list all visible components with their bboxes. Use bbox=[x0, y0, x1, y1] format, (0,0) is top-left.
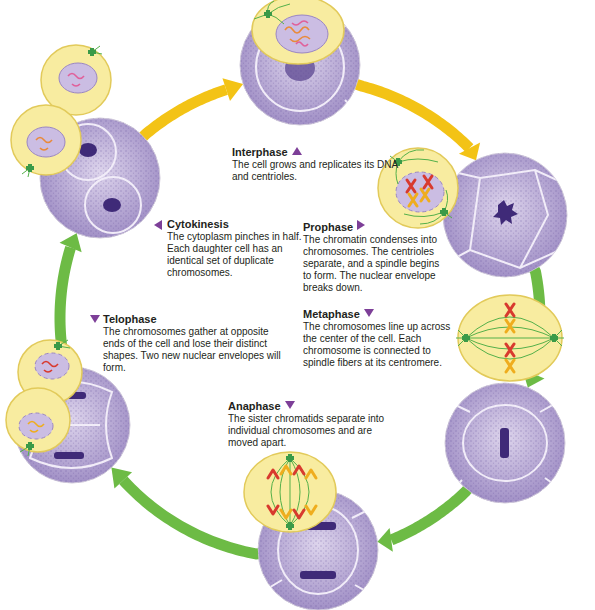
stage-body-text: The sister chromatids separate into indi… bbox=[228, 413, 403, 449]
pointer-triangle bbox=[90, 315, 100, 323]
interphase-cell-illustration bbox=[252, 0, 344, 64]
chromosome-group bbox=[54, 452, 84, 459]
telophase-cell-illustration bbox=[6, 340, 82, 456]
cell-walls bbox=[445, 398, 565, 495]
arrow-head bbox=[111, 468, 132, 489]
stage-micrograph: TelophaseThe chromosomes gather at oppos… bbox=[14, 367, 130, 483]
cytokinesis-cell-illustration bbox=[11, 45, 111, 177]
arrow-shaft bbox=[391, 490, 467, 540]
stage-description: CytokinesisThe cytoplasm pinches in half… bbox=[167, 218, 307, 279]
stage-micrograph: InterphaseThe cell grows and replicates … bbox=[240, 5, 360, 125]
cycle-arrow bbox=[143, 78, 243, 136]
anaphase-cell-illustration bbox=[244, 452, 336, 532]
pointer-triangle bbox=[364, 309, 374, 317]
stage-heading-row: Metaphase bbox=[303, 308, 451, 321]
cycle-arrow bbox=[111, 468, 258, 554]
micrograph-texture bbox=[443, 153, 567, 277]
micrograph-disc bbox=[445, 383, 565, 503]
pointer-triangle bbox=[292, 147, 302, 155]
stage-heading: Interphase bbox=[232, 146, 288, 158]
micrograph bbox=[445, 383, 565, 503]
stage-heading-row: Interphase bbox=[232, 146, 400, 159]
arrow-head bbox=[222, 78, 243, 101]
cycle-arrow bbox=[377, 490, 467, 552]
stage-heading-row: Telophase bbox=[103, 313, 285, 326]
pointer-triangle bbox=[357, 220, 365, 230]
chromosome-cluster bbox=[493, 200, 518, 225]
stage-body-text: The chromosomes line up across the cente… bbox=[303, 321, 451, 369]
stage-description: ProphaseThe chromatin condenses into chr… bbox=[303, 220, 449, 294]
stage-description: InterphaseThe cell grows and replicates … bbox=[232, 146, 400, 183]
arrow-head bbox=[60, 233, 82, 252]
arrow-head bbox=[459, 142, 480, 160]
metaphase-cell-illustration bbox=[456, 295, 564, 381]
stage-description: TelophaseThe chromosomes gather at oppos… bbox=[103, 313, 285, 374]
micrograph-disc bbox=[443, 153, 567, 277]
pointer-triangle bbox=[154, 220, 162, 230]
stage-heading: Telophase bbox=[103, 313, 157, 325]
daughter-nucleus bbox=[103, 198, 121, 212]
stage-heading-row: Cytokinesis bbox=[167, 218, 307, 231]
cell-walls bbox=[445, 170, 568, 268]
arrow-shaft bbox=[357, 84, 470, 148]
stage-body-text: The chromatin condenses into chromosomes… bbox=[303, 234, 449, 294]
stage-heading-row: Prophase bbox=[303, 220, 449, 234]
arrow-head bbox=[377, 528, 392, 552]
stage-micrograph: AnaphaseThe sister chromatids separate i… bbox=[258, 490, 378, 610]
stage-micrograph: ProphaseThe chromatin condenses into chr… bbox=[443, 153, 567, 277]
stage-heading-row: Anaphase bbox=[228, 400, 403, 413]
arrow-shaft bbox=[123, 480, 258, 554]
stage-body-text: The cell grows and replicates its DNA an… bbox=[232, 159, 400, 183]
arrow-shaft bbox=[143, 90, 226, 137]
chromosome-plate bbox=[500, 428, 509, 458]
micrograph bbox=[443, 153, 568, 277]
stage-micrograph: MetaphaseThe chromosomes line up across … bbox=[445, 383, 565, 503]
stage-heading: Metaphase bbox=[303, 308, 360, 320]
micrograph-texture bbox=[445, 383, 565, 503]
stage-heading: Cytokinesis bbox=[167, 218, 229, 230]
stage-heading: Prophase bbox=[303, 221, 353, 233]
stage-description: AnaphaseThe sister chromatids separate i… bbox=[228, 400, 403, 449]
stage-heading: Anaphase bbox=[228, 400, 281, 412]
stage-description: MetaphaseThe chromosomes line up across … bbox=[303, 308, 451, 369]
stage-micrograph: CytokinesisThe cytoplasm pinches in half… bbox=[40, 118, 160, 238]
daughter-nucleus bbox=[79, 143, 97, 157]
stage-body-text: The chromosomes gather at opposite ends … bbox=[103, 326, 285, 374]
pointer-triangle bbox=[285, 401, 295, 409]
chromosome-group bbox=[300, 571, 336, 579]
stage-body-text: The cytoplasm pinches in half. Each daug… bbox=[167, 231, 307, 279]
